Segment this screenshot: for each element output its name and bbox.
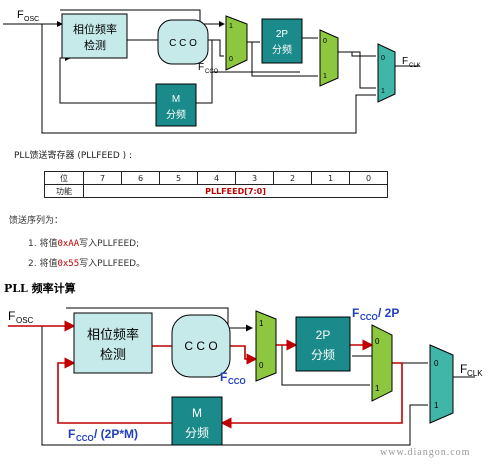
phase-detector-label-1: 相位频率 <box>73 22 117 36</box>
feed-bit-7: 7 <box>83 171 122 185</box>
fcco-div2p-sub: CCO <box>360 313 378 322</box>
p-divider-2-label-2: 分频 <box>311 348 335 362</box>
fclk-label: F <box>402 56 408 67</box>
p-divider-box-2 <box>295 316 351 372</box>
step2-value: 0x55 <box>57 259 80 269</box>
fcco-label: F <box>198 62 204 73</box>
sequence-title: 馈送序列为： <box>9 216 64 226</box>
feed-bit-3: 3 <box>235 171 274 185</box>
feed-bit-row: 位 7 6 5 4 3 2 1 0 <box>44 171 388 185</box>
feed-register-table: 位 7 6 5 4 3 2 1 0 功能 PLLFEED[7:0] <box>44 171 388 198</box>
cco-label: C C O <box>169 38 197 49</box>
feed-bit-5: 5 <box>159 171 198 185</box>
fosc-label-2: F <box>8 309 15 323</box>
mux-3b-in0: 0 <box>434 359 439 368</box>
m-divider-box-2 <box>171 396 223 446</box>
mux-3 <box>377 43 396 103</box>
feed-bit-header: 位 <box>44 171 84 185</box>
feed-field: PLLFEED[7:0] <box>83 184 388 198</box>
fclk-label-2: F <box>460 362 467 376</box>
fcco-sub-2: CCO <box>228 377 246 386</box>
feed-function-header: 功能 <box>44 184 84 198</box>
feed-bit-4: 4 <box>197 171 236 185</box>
mux-1b-in1: 1 <box>259 319 264 328</box>
step2-prefix: 2. 将值 <box>28 259 58 269</box>
phase-detector-box-2 <box>73 312 153 374</box>
mux-1-b <box>255 310 277 382</box>
feed-bit-6: 6 <box>121 171 160 185</box>
feed-function-row: 功能 PLLFEED[7:0] <box>44 184 388 198</box>
m-divider-2-label-2: 分频 <box>185 426 209 440</box>
mux-1-in1: 1 <box>229 23 233 30</box>
fclk-sub: CLK <box>409 63 421 69</box>
fcco-div2p-tail: / 2P <box>378 306 399 320</box>
step2-suffix: 写入PLLFEED。 <box>79 259 146 269</box>
feed-bit-1: 1 <box>311 171 350 185</box>
cco-box <box>157 19 209 65</box>
mux-3-b <box>429 344 454 424</box>
mux-3-in1: 1 <box>381 88 385 95</box>
fosc-sub-2: OSC <box>16 316 34 325</box>
fcco-div2pm-sub: CCO <box>76 434 94 443</box>
mux-1-in0: 0 <box>229 56 233 63</box>
phase-detector-2-label-2: 检测 <box>100 347 126 362</box>
phase-detector-label-2: 检测 <box>84 38 106 52</box>
mux-2b-in1: 1 <box>375 384 380 393</box>
m-divider-box <box>155 83 197 127</box>
fcco-div2pm-tail: / (2P*M) <box>94 427 138 441</box>
fcco-sub: CCO <box>205 69 219 75</box>
feed-bit-0: 0 <box>349 171 388 185</box>
feed-bit-2: 2 <box>273 171 312 185</box>
p-divider-box <box>261 18 303 64</box>
fcco-div2pm-label: F <box>68 427 75 441</box>
fosc-sub: OSC <box>24 16 39 23</box>
step1-suffix: 写入PLLFEED; <box>79 239 140 249</box>
feed-register-title: PLL馈送寄存器 (PLLFEED ) : <box>14 151 133 161</box>
m-divider-label-2: 分频 <box>166 108 186 121</box>
mux-3-in0: 0 <box>381 55 385 62</box>
p-divider-label-1: 2P <box>276 29 289 40</box>
step1-value: 0xAA <box>57 239 80 249</box>
mux-2 <box>319 29 339 87</box>
p-divider-2-label-1: 2P <box>316 328 331 342</box>
fcco-div2p-label: F <box>352 306 359 320</box>
sequence-step-1: 1. 将值0xAA写入PLLFEED; <box>28 236 139 249</box>
mux-2-b <box>371 324 393 402</box>
fcco-label-2: F <box>220 370 227 384</box>
watermark: www.diangon.com <box>380 447 471 458</box>
p-divider-label-2: 分频 <box>272 43 292 56</box>
sequence-step-2: 2. 将值0x55写入PLLFEED。 <box>28 256 145 269</box>
fclk-sub-2: CLK <box>467 369 483 378</box>
pll-block-diagram-top: 相位频率 检测 C C O F OSC F CCO 1 0 2P 分频 0 1 … <box>3 9 421 134</box>
m-divider-2-label-1: M <box>192 406 202 420</box>
step1-prefix: 1. 将值 <box>28 239 58 249</box>
pll-calc-title: PLL 频率计算 <box>4 282 76 295</box>
mux-2b-in0: 0 <box>375 337 380 346</box>
mux-1b-in0: 0 <box>259 361 264 370</box>
fosc-label: F <box>17 9 24 21</box>
pll-block-diagram-bottom: F OSC 相位频率 检测 C C O F CCO 1 0 2P 分频 F CC… <box>8 306 483 446</box>
cco-box-2 <box>171 314 231 378</box>
phase-detector-box <box>61 13 128 59</box>
m-divider-label-1: M <box>172 94 180 105</box>
mux-2-in0: 0 <box>323 38 327 45</box>
mux-2-in1: 1 <box>323 73 327 80</box>
mux-1 <box>225 15 248 71</box>
mux-3b-in1: 1 <box>434 401 439 410</box>
cco-label-2: C C O <box>184 339 217 353</box>
phase-detector-2-label-1: 相位频率 <box>87 327 139 342</box>
